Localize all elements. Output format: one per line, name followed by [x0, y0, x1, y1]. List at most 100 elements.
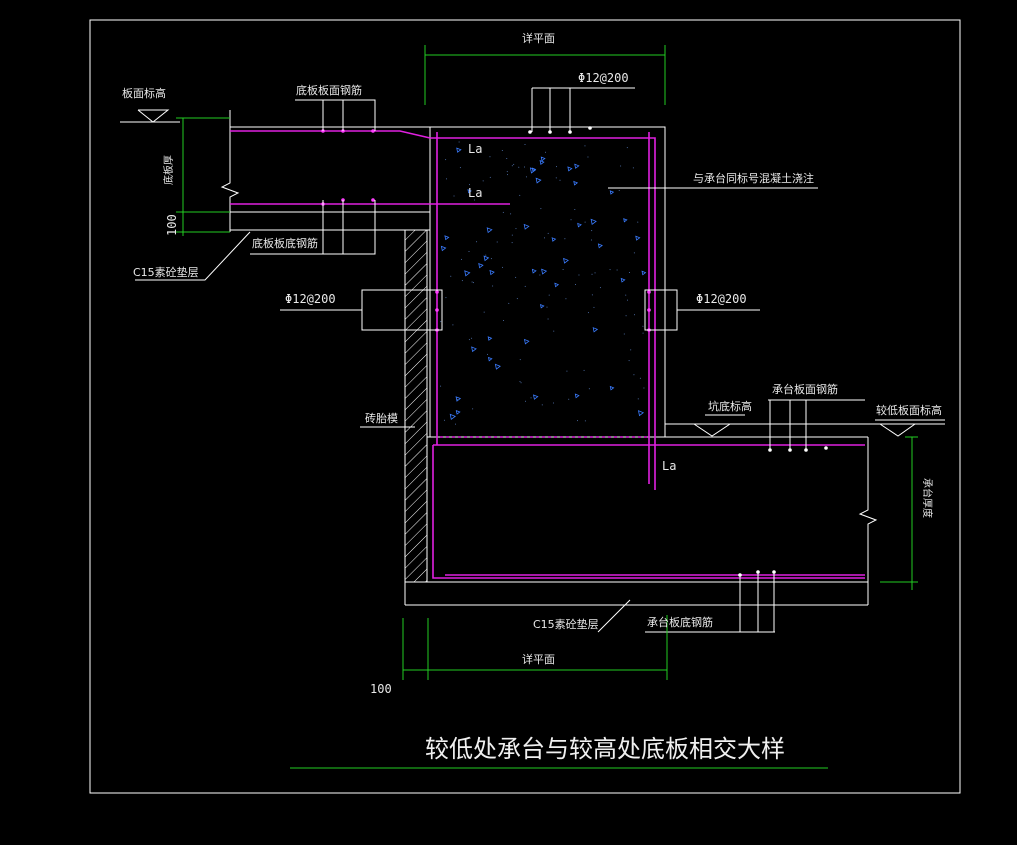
concrete-hatch-marks: [440, 141, 647, 425]
concrete-sand-dot: [629, 271, 631, 273]
concrete-sand-dot: [457, 399, 459, 401]
concrete-sand-dot: [633, 252, 635, 254]
concrete-aggregate-mark: [554, 282, 560, 288]
rebars: [230, 130, 865, 579]
concrete-aggregate-mark: [444, 235, 450, 241]
bottom-dim-label: 详平面: [522, 652, 555, 666]
concrete-sand-dot: [632, 167, 634, 169]
concrete-aggregate-mark: [551, 237, 557, 242]
slab-bottom-rebar-label: 底板板底钢筋: [252, 236, 318, 250]
concrete-sand-dot: [583, 369, 585, 371]
concrete-aggregate-mark: [574, 163, 580, 169]
concrete-sand-dot: [458, 141, 460, 143]
concrete-sand-dot: [487, 353, 489, 355]
concrete-sand-dot: [539, 274, 541, 276]
concrete-aggregate-mark: [620, 277, 626, 283]
concrete-sand-dot: [587, 156, 589, 158]
rebar-right-label: Φ12@200: [696, 292, 747, 306]
brick-mold: [404, 229, 428, 583]
concrete-aggregate-mark: [494, 363, 501, 370]
concrete-sand-dot: [562, 268, 564, 270]
concrete-sand-dot: [566, 370, 568, 372]
dim-100-left-label: 100: [165, 214, 179, 236]
concrete-sand-dot: [506, 174, 508, 176]
concrete-sand-dot: [541, 404, 543, 406]
concrete-sand-dot: [472, 282, 474, 284]
concrete-aggregate-mark: [567, 166, 573, 172]
concrete-aggregate-mark: [577, 222, 582, 228]
drawing-title: 较低处承台与较高处底板相交大样: [425, 735, 785, 763]
concrete-aggregate-mark: [540, 156, 546, 162]
concrete-sand-dot: [468, 184, 470, 186]
concrete-aggregate-mark: [563, 257, 569, 264]
concrete-sand-dot: [616, 269, 618, 271]
concrete-sand-dot: [570, 219, 572, 221]
slab-top-rebar-label: 底板板面钢筋: [296, 83, 362, 97]
concrete-sand-dot: [546, 306, 548, 308]
drawing-frame: [89, 19, 961, 794]
concrete-sand-dot: [450, 275, 452, 277]
concrete-sand-dot: [556, 166, 558, 168]
concrete-aggregate-mark: [535, 177, 542, 184]
leaders: [120, 87, 945, 769]
concrete-sand-dot: [530, 397, 532, 399]
concrete-aggregate-mark: [471, 346, 477, 353]
concrete-sand-dot: [547, 232, 549, 234]
concrete-sand-dot: [559, 179, 561, 181]
concrete-sand-dot: [591, 230, 593, 232]
rebar-dots: [321, 126, 828, 577]
concrete-sand-dot: [503, 319, 505, 321]
concrete-sand-dot: [643, 387, 645, 389]
concrete-aggregate-mark: [597, 243, 603, 249]
concrete-aggregate-mark: [464, 270, 471, 277]
concrete-sand-dot: [525, 400, 527, 402]
concrete-sand-dot: [511, 242, 513, 244]
concrete-sand-dot: [452, 324, 454, 326]
concrete-sand-dot: [519, 194, 521, 196]
dim-100-bottom-label: 100: [370, 682, 392, 696]
concrete-sand-dot: [633, 374, 635, 376]
concrete-sand-dot: [642, 332, 644, 334]
concrete-sand-dot: [552, 402, 554, 404]
concrete-aggregate-mark: [478, 262, 484, 269]
concrete-aggregate-mark: [637, 410, 645, 417]
dimensions: [176, 45, 918, 680]
concrete-sand-dot: [502, 211, 504, 213]
concrete-sand-dot: [506, 171, 508, 173]
c15-cushion-bottom-label: C15素砼垫层: [533, 617, 599, 631]
concrete-aggregate-mark: [609, 190, 615, 195]
concrete-aggregate-mark: [531, 167, 537, 172]
concrete-aggregate-mark: [483, 255, 490, 262]
brick-mold-label: 砖胎模: [365, 411, 398, 425]
concrete-sand-dot: [524, 285, 526, 287]
concrete-aggregate-mark: [573, 180, 579, 186]
concrete-sand-dot: [588, 388, 590, 390]
concrete-sand-dot: [627, 299, 629, 301]
concrete-note-label: 与承台同标号混凝土浇注: [693, 171, 814, 185]
concrete-sand-dot: [492, 285, 494, 287]
concrete-sand-dot: [468, 251, 470, 253]
concrete-sand-dot: [472, 408, 474, 410]
upper-slab: [220, 110, 430, 232]
concrete-sand-dot: [489, 176, 491, 178]
concrete-aggregate-mark: [456, 147, 462, 153]
concrete-aggregate-mark: [635, 235, 641, 241]
concrete-aggregate-mark: [467, 189, 472, 194]
concrete-sand-dot: [440, 321, 442, 323]
concrete-aggregate-mark: [541, 268, 548, 275]
concrete-sand-dot: [625, 294, 627, 296]
concrete-sand-dot: [471, 281, 473, 283]
cap-bottom-rebar-label: 承台板底钢筋: [647, 615, 713, 629]
concrete-aggregate-mark: [449, 413, 457, 420]
concrete-sand-dot: [547, 318, 549, 320]
concrete-sand-dot: [501, 150, 503, 152]
concrete-sand-dot: [460, 258, 462, 260]
concrete-aggregate-mark: [489, 269, 495, 276]
concrete-sand-dot: [584, 420, 586, 422]
concrete-sand-dot: [440, 385, 442, 387]
concrete-aggregate-mark: [523, 338, 530, 345]
concrete-sand-dot: [511, 234, 513, 236]
concrete-aggregate-mark: [590, 218, 597, 225]
concrete-sand-dot: [609, 269, 611, 271]
